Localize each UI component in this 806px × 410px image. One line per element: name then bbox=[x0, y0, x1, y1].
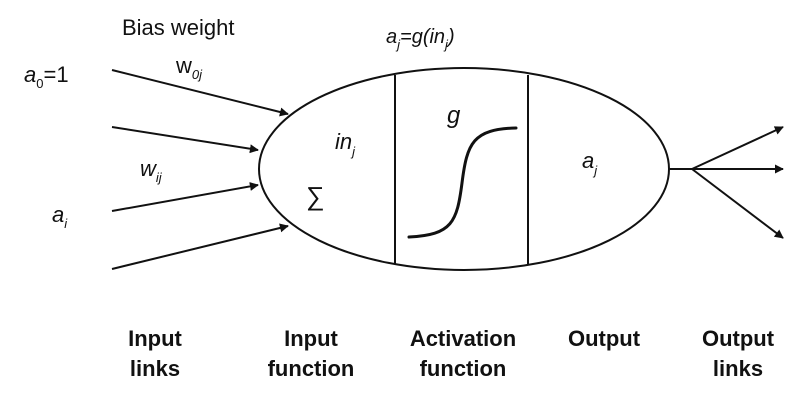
output-link-down bbox=[691, 168, 784, 239]
input-link-ai bbox=[111, 181, 259, 212]
bias-weight-label: Bias weight bbox=[122, 15, 235, 40]
caption-output-links: Output links bbox=[701, 326, 775, 381]
caption-output: Output bbox=[567, 326, 641, 351]
input-link-2 bbox=[111, 126, 259, 154]
w0j-label: w0j bbox=[175, 53, 203, 82]
a0-label: a0=1 bbox=[24, 62, 69, 91]
input-link-4 bbox=[111, 223, 289, 270]
output-link-up bbox=[691, 126, 784, 170]
caption-input-links: Input links bbox=[128, 326, 182, 381]
output-aj-label: aj bbox=[582, 148, 598, 178]
sigmoid-curve-icon bbox=[407, 126, 518, 239]
inj-label: inj bbox=[335, 129, 356, 159]
caption-activation-function: Activation function bbox=[409, 326, 517, 381]
caption-input-function: Input function bbox=[267, 326, 355, 381]
activation-g-label: g bbox=[447, 102, 461, 129]
summation-icon: ∑ bbox=[306, 181, 325, 211]
input-link-bias bbox=[111, 69, 289, 117]
wij-label: wij bbox=[140, 156, 163, 185]
activation-equation-label: aj=g(inj) bbox=[386, 26, 455, 52]
ai-label: ai bbox=[52, 202, 68, 231]
